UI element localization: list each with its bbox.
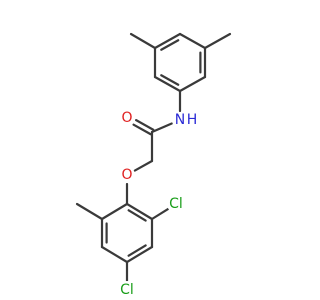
bond-b4-b5	[100, 245, 129, 264]
atom-background	[119, 110, 135, 126]
bond-b6-b1	[100, 202, 129, 221]
bond-a1-a2	[153, 32, 182, 50]
atom-cl1: Cl	[167, 195, 185, 213]
atom-background	[118, 281, 136, 299]
bond-b1-b2-inner	[127, 209, 147, 222]
bond-me1-a1	[129, 32, 157, 50]
bond-ch2-o2	[133, 159, 154, 172]
atom-label-o1: O	[121, 110, 132, 126]
bond-c_am-o1	[135, 119, 155, 131]
bond-a5-a6	[153, 75, 182, 93]
bond-b2-cl1	[150, 207, 170, 221]
atom-label-o2: O	[121, 167, 132, 183]
atom-cl2: Cl	[118, 281, 136, 299]
bond-b1-b2	[125, 202, 154, 221]
bond-b3-b4	[125, 245, 154, 264]
bond-b3-b4-inner	[127, 244, 147, 257]
bond-a5-a6-inner	[160, 74, 180, 86]
atom-label-cl1: Cl	[169, 196, 183, 212]
bond-a1-a2-inner	[160, 39, 180, 51]
bond-a2-a3	[178, 32, 207, 50]
atom-o2: O	[119, 167, 135, 183]
bond-a3-me2	[203, 32, 232, 50]
atom-label-n: N	[175, 112, 185, 128]
atom-o1: O	[119, 110, 135, 126]
atom-background	[185, 113, 199, 127]
bond-c_am-o1-second	[132, 123, 152, 136]
atom-background	[119, 167, 135, 183]
atom-label-n-h: H	[187, 112, 198, 128]
bond-n-c_am	[150, 122, 173, 134]
atom-background	[172, 112, 188, 128]
atom-background	[167, 195, 185, 213]
atom-label-cl2: Cl	[120, 282, 134, 298]
bonds-layer	[75, 32, 232, 283]
bond-a4-a5	[178, 75, 207, 93]
bond-b6-me3	[75, 202, 104, 221]
